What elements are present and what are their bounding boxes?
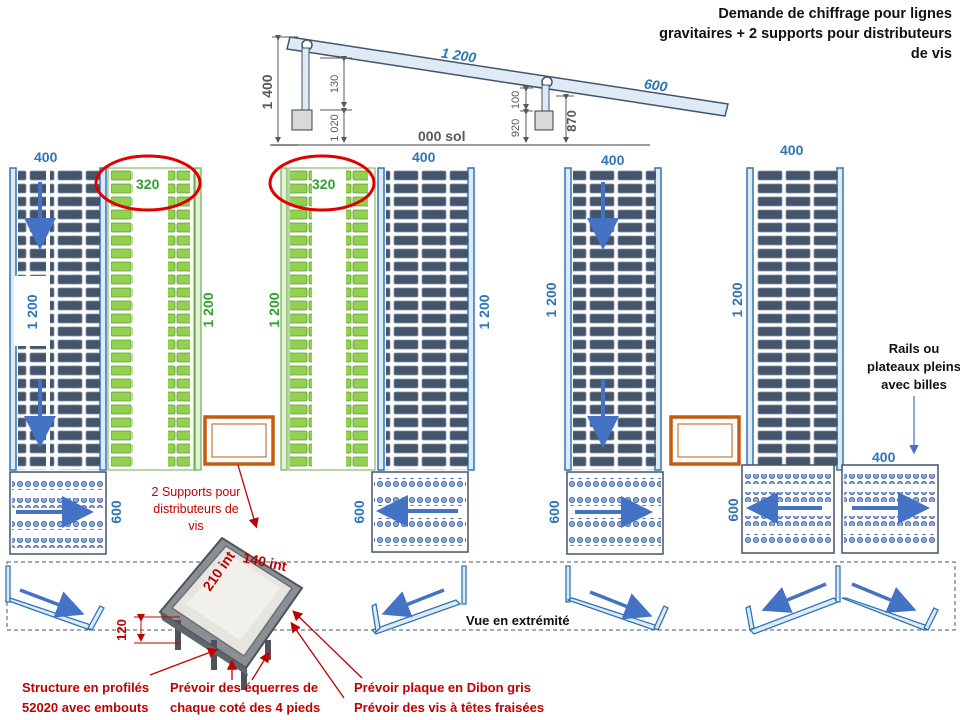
lane2-width: 400: [412, 149, 436, 165]
lane1-end-length: 600: [108, 500, 124, 524]
dispenser-support-right: [669, 415, 741, 466]
dim-height-100: 100: [510, 91, 522, 109]
title-line-2: gravitaires + 2 supports pour distribute…: [659, 26, 952, 42]
supports-line-2: distributeurs de: [153, 502, 239, 516]
end-view-label: Vue en extrémité: [466, 613, 570, 628]
ball-plate-width: 400: [872, 449, 896, 465]
brackets-line-1: Prévoir des équerres de: [170, 680, 318, 695]
lane3-end-length: 600: [546, 500, 562, 524]
lane-group-3: 400 1 200 600: [543, 152, 664, 555]
dim-beam-600: 600: [643, 75, 669, 94]
lane1-length: 1 200: [24, 294, 40, 329]
plate-line-2: Prévoir des vis à têtes fraisées: [354, 700, 544, 715]
lane4-end-length: 600: [725, 498, 741, 522]
highlight-circle-a: [94, 154, 202, 212]
plate-line-1: Prévoir plaque en Dibon gris: [354, 680, 531, 695]
rails-line-3: avec billes: [881, 377, 947, 392]
title-line-3: de vis: [910, 46, 952, 62]
document-title: Demande de chiffrage pour lignes gravita…: [622, 4, 952, 64]
inclined-beam: [286, 36, 729, 117]
lane3-length: 1 200: [543, 282, 559, 317]
dim-height-130: 130: [329, 75, 341, 93]
green-lane-b-width: 320: [312, 176, 336, 192]
supports-line-3: vis: [188, 519, 203, 533]
supports-annotation: 2 Supports pour distributeurs de vis: [152, 464, 259, 533]
green-lane-b: 320 1 200: [266, 154, 376, 471]
lane4-length: 1 200: [729, 282, 745, 317]
rails-line-1: Rails ou: [889, 341, 940, 356]
green-lane-a: 320 1 200: [94, 154, 216, 471]
supports-line-1: 2 Supports pour: [152, 485, 241, 499]
photo-dim-120: 120: [114, 619, 129, 641]
lane1-width: 400: [34, 149, 58, 165]
green-lane-a-length: 1 200: [200, 292, 216, 327]
leg-left: [301, 47, 310, 111]
brackets-line-2: chaque coté des 4 pieds: [170, 700, 320, 715]
lane-group-1: 400 1 200 600: [9, 149, 124, 555]
lane4-width: 400: [780, 142, 804, 158]
lane2-end-length: 600: [351, 500, 367, 524]
dim-height-920: 920: [510, 119, 522, 137]
structure-line-2: 52020 avec embouts: [22, 700, 148, 715]
foot-left: [291, 109, 313, 131]
dim-height-1020: 1 020: [329, 114, 341, 142]
floor-label: 000 sol: [418, 128, 465, 144]
highlight-circle-b: [268, 154, 376, 212]
green-lane-a-width: 320: [136, 176, 160, 192]
bottom-annotations: Structure en profilés 52020 avec embouts…: [22, 610, 544, 715]
dim-height-total: 1 400: [259, 74, 275, 109]
dim-height-870: 870: [564, 110, 579, 132]
structure-line-1: Structure en profilés: [22, 680, 149, 695]
lane-group-4: 400 1 200 600 400: [725, 142, 939, 554]
lane3-width: 400: [601, 152, 625, 168]
title-line-1: Demande de chiffrage pour lignes: [718, 6, 952, 22]
side-view: 000 sol 1 400 130 1 020 100 920 870 1 20…: [259, 35, 729, 146]
dispenser-support-left: [203, 415, 275, 466]
lane-group-2: 400 1 200 600: [351, 149, 492, 553]
rails-line-2: plateaux pleins: [867, 359, 960, 374]
lane2-length: 1 200: [476, 294, 492, 329]
end-view: Vue en extrémité: [4, 561, 956, 635]
green-lane-b-length: 1 200: [266, 292, 282, 327]
dim-beam-1200: 1 200: [440, 44, 477, 65]
foot-right: [534, 110, 554, 131]
rails-annotation: Rails ou plateaux pleins avec billes: [867, 341, 960, 455]
leg-right: [541, 84, 550, 113]
support-photo: 210 int 140 int 120: [114, 536, 304, 690]
